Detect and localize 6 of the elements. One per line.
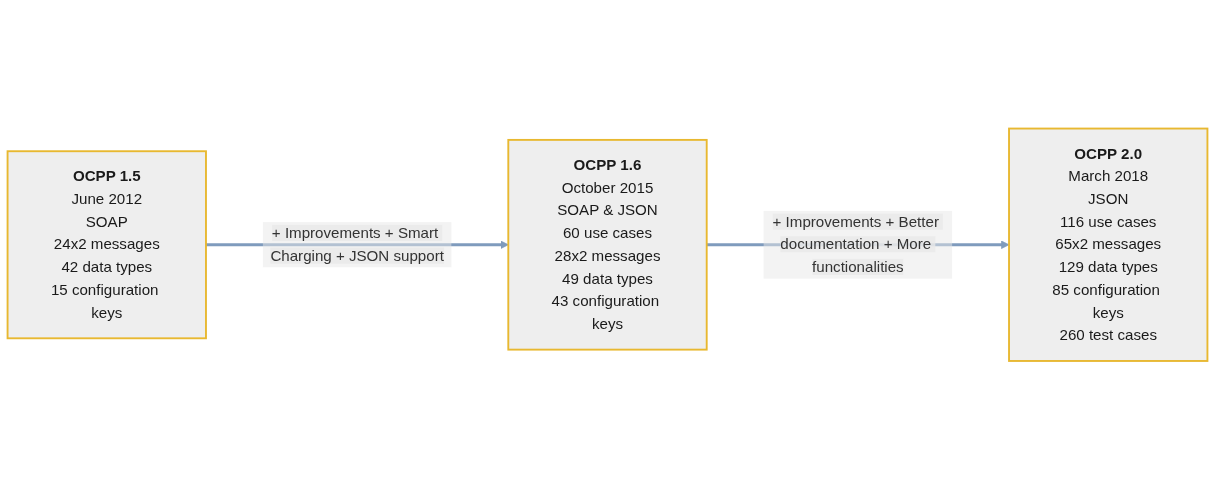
arrow bbox=[205, 240, 509, 250]
edge-label: + Improvements + Smart Charging + JSON support bbox=[270, 225, 444, 264]
node-box: OCPP 2.0 March 2018 JSON 116 use cases 65x2 messages 129 data types 85 configuration keys 260 test cases bbox=[1008, 127, 1209, 363]
node-box: OCPP 1.6 October 2015 SOAP & JSON 60 use cases 28x2 messages 49 data types 43 configuration keys bbox=[507, 139, 708, 351]
node-box: OCPP 1.5 June 2012 SOAP 24x2 messages 42 data types 15 configuration keys bbox=[6, 150, 207, 340]
edge-label: + Improvements + Better documentation + More functionalities bbox=[772, 213, 939, 276]
